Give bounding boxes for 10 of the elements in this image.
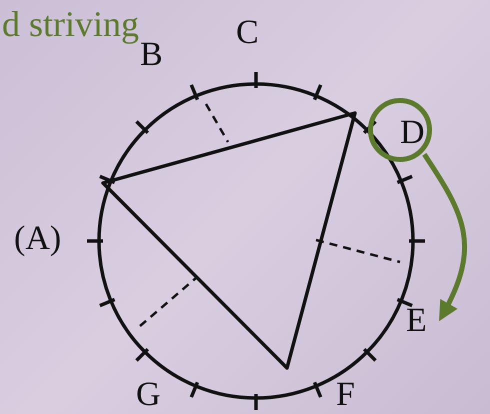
point-label: D [400, 116, 425, 150]
point-label: B [140, 38, 163, 72]
point-label: G [136, 378, 161, 412]
point-label: C [236, 16, 259, 50]
title-text: d striving [2, 4, 140, 44]
point-label: F [336, 378, 355, 412]
point-label: E [406, 304, 427, 338]
curved-arrow [422, 152, 467, 322]
highlight-ring [368, 98, 432, 162]
point-label: (A) [14, 222, 62, 256]
